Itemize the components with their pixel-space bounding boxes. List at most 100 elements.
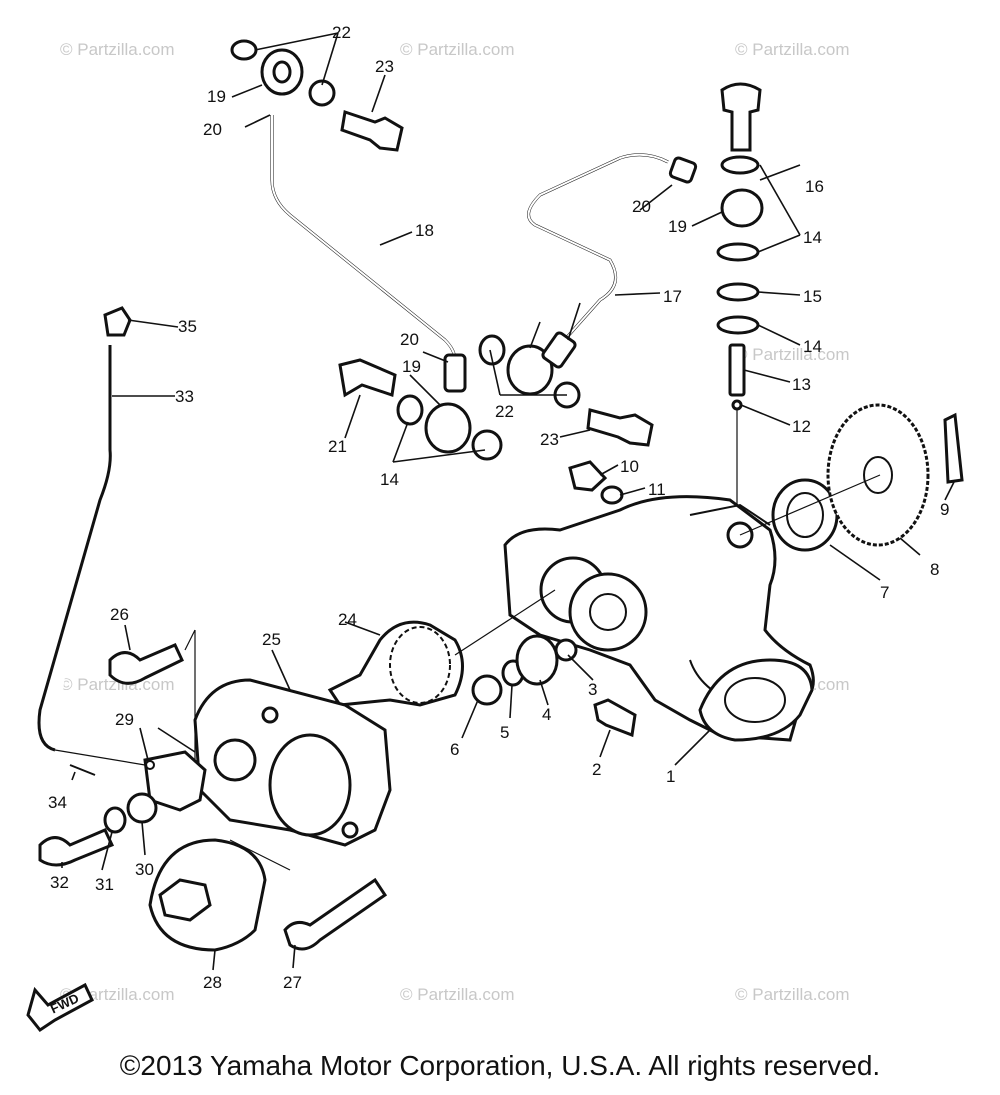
callout-11: 11 [648, 480, 666, 499]
parts-diagram: © Partzilla.com © Partzilla.com © Partzi… [26, 23, 964, 1033]
callout-34: 34 [48, 793, 67, 812]
o-ring-3 [554, 638, 578, 662]
cap-bolt-27-28 [148, 838, 388, 952]
pipe-sleeve-20-right-stack [668, 156, 698, 184]
banjo-fitting-19-mid [424, 402, 472, 454]
middle-banjo-assembly [338, 331, 654, 461]
upper-banjo-assembly [230, 39, 404, 152]
washer-22-upper [308, 79, 336, 107]
watermark: © Partzilla.com [735, 345, 850, 364]
callout-labels: 1 2 3 4 5 6 7 8 9 10 11 12 13 14 14 14 1… [48, 23, 949, 992]
gear-8 [826, 403, 930, 547]
washer-15 [716, 282, 760, 302]
screw-32 [38, 828, 115, 867]
bearing-7 [771, 478, 839, 552]
watermark: © Partzilla.com [60, 675, 175, 694]
callout-16: 16 [805, 177, 824, 196]
bolt-10 [568, 460, 608, 492]
union-bolt-16 [720, 82, 762, 152]
callout-31: 31 [95, 875, 114, 894]
watermark: © Partzilla.com [400, 40, 515, 59]
callout-29: 29 [115, 710, 134, 729]
callout-23-mid: 23 [540, 430, 559, 449]
callout-20-right: 20 [632, 197, 651, 216]
washer-31 [103, 806, 127, 834]
callout-14-right-top: 14 [803, 228, 822, 247]
callout-13: 13 [792, 375, 811, 394]
washer-30 [126, 792, 158, 824]
watermark: © Partzilla.com [735, 985, 850, 1004]
pin-9 [943, 412, 964, 484]
rod-33 [37, 345, 112, 752]
gear-assembly-7-8-9 [739, 403, 964, 552]
washer-14-upper [716, 242, 760, 262]
spacer-6 [471, 674, 503, 706]
watermark: © Partzilla.com [400, 985, 515, 1004]
callout-3: 3 [588, 680, 597, 699]
callout-4: 4 [542, 705, 551, 724]
right-stack-assembly [668, 82, 764, 530]
callout-19-mid: 19 [402, 357, 421, 376]
screw-26-body [108, 643, 184, 685]
lower-left-parts [38, 750, 207, 867]
cotter-pin-34 [69, 764, 96, 776]
callout-33: 33 [175, 387, 194, 406]
callout-7: 7 [880, 583, 889, 602]
callout-14-left: 14 [380, 470, 399, 489]
gasket-1 [698, 658, 814, 742]
oil-pipe-17 [527, 153, 669, 346]
washer-22-top [230, 39, 258, 61]
watermark: © Partzilla.com [60, 40, 175, 59]
callout-1: 1 [666, 767, 675, 786]
pump-cover-25 [193, 678, 392, 847]
banjo-fitting-19-right-stack [720, 188, 764, 228]
callout-22-top: 22 [332, 23, 351, 42]
pipe-sleeve-20-mid [443, 353, 467, 393]
callout-26: 26 [110, 605, 129, 624]
bolt-27 [283, 877, 388, 951]
callout-27: 27 [283, 973, 302, 992]
spring-13 [728, 343, 746, 397]
nut-35 [103, 306, 132, 337]
callout-24: 24 [338, 610, 357, 629]
oil-pipe-18-inner [271, 115, 456, 361]
callout-14-right-bottom: 14 [803, 337, 822, 356]
plate-4 [515, 634, 559, 686]
washer-22-mid [478, 334, 506, 366]
ball-12 [731, 399, 743, 411]
callout-9: 9 [940, 500, 949, 519]
callout-6: 6 [450, 740, 459, 759]
callout-28: 28 [203, 973, 222, 992]
washer-14-top [720, 155, 760, 175]
union-bolt-23-upper [340, 110, 404, 152]
callout-25: 25 [262, 630, 281, 649]
callout-35: 35 [178, 317, 197, 336]
callout-8: 8 [930, 560, 939, 579]
callout-18: 18 [415, 221, 434, 240]
washer-14-lower [716, 315, 760, 335]
shaft-assembly [327, 589, 637, 738]
bolt-21 [338, 358, 397, 398]
union-bolt-23-lower [586, 408, 654, 447]
callout-21: 21 [328, 437, 347, 456]
callout-22-mid: 22 [495, 402, 514, 421]
callout-19-top: 19 [207, 87, 226, 106]
callout-23-top: 23 [375, 57, 394, 76]
washer-11 [600, 485, 624, 505]
callout-10: 10 [620, 457, 639, 476]
callout-32: 32 [50, 873, 69, 892]
watermark: © Partzilla.com [735, 40, 850, 59]
callout-2: 2 [592, 760, 601, 779]
callout-17: 17 [663, 287, 682, 306]
copyright-notice: ©2013 Yamaha Motor Corporation, U.S.A. A… [119, 1050, 881, 1081]
callout-5: 5 [500, 723, 509, 742]
washer-14-left [396, 394, 424, 426]
screw-26 [108, 629, 196, 760]
callout-15: 15 [803, 287, 822, 306]
callout-20-top: 20 [203, 120, 222, 139]
screw-2 [593, 698, 637, 738]
callout-19-right: 19 [668, 217, 687, 236]
callout-20-mid: 20 [400, 330, 419, 349]
leader-lines [61, 32, 956, 971]
bolt-washer-10-11 [568, 460, 624, 505]
